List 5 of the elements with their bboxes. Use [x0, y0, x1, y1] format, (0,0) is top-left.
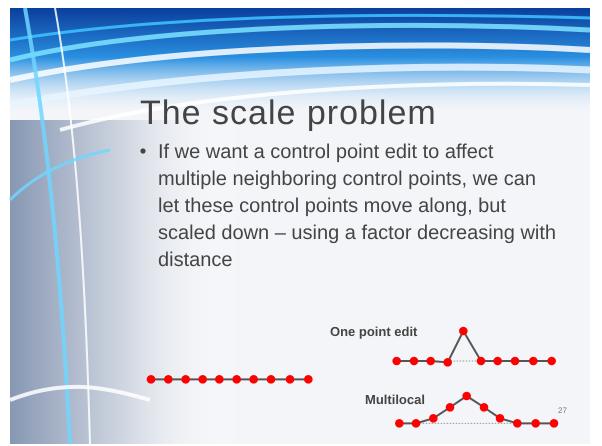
chart-label: One point edit [330, 324, 418, 339]
bullet-text: If we want a control point edit to affect multiple neighboring control points, we can let these control points move along, but scaled down – using a factor decreasing with distance [158, 140, 558, 273]
slide-title: The scale problem [140, 94, 437, 133]
page-number: 27 [558, 406, 567, 415]
chart-label: Multilocal [365, 392, 425, 407]
